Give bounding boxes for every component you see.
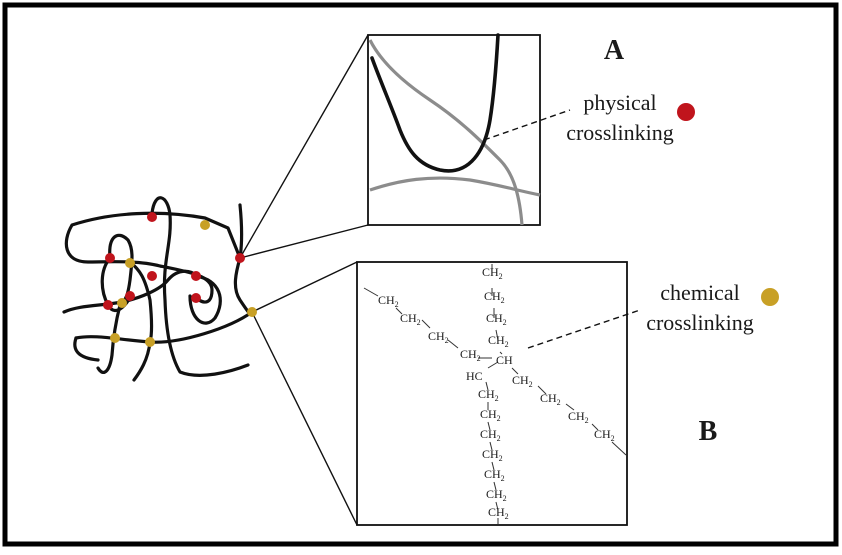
- zoom-line-a-top: [239, 34, 369, 259]
- physical-crosslink-dot: [147, 212, 157, 222]
- panel-a-zoom: [367, 33, 571, 226]
- chemical-label-line1: chemical: [660, 280, 739, 305]
- gray-chain: [368, 39, 524, 226]
- ch2-group-label: CH2: [378, 293, 399, 309]
- chemical-crosslink-dot: [125, 258, 135, 268]
- ch2-group-label: CH2: [480, 427, 501, 443]
- zoom-line-b-top: [251, 261, 358, 313]
- ch2-group-label: CH2: [512, 373, 533, 389]
- panel-a-letter: A: [604, 35, 625, 66]
- polymer-chain: [64, 211, 242, 304]
- black-chain: [370, 33, 500, 173]
- polymer-chain: [74, 310, 254, 344]
- panel-b-letter: B: [699, 416, 718, 447]
- zoom-line-a-bottom: [239, 224, 369, 259]
- polymer-chain: [128, 260, 154, 382]
- gray-chain: [369, 176, 541, 197]
- physical-crosslink-dot: [103, 300, 113, 310]
- chemical-formula-labels: CH2CH2CH2CH2CH2CH2CH2CH2CH2CH2CH2CH2CH2C…: [378, 265, 615, 521]
- ch-group-label: CH: [496, 353, 513, 367]
- ch2-group-label: CH2: [484, 467, 505, 483]
- ch2-group-label: CH2: [482, 447, 503, 463]
- panel-b-zoom: CH2CH2CH2CH2CH2CH2CH2CH2CH2CH2CH2CH2CH2C…: [356, 261, 641, 526]
- chemical-label-line2: crosslinking: [646, 310, 754, 335]
- physical-crosslink-dot: [105, 253, 115, 263]
- ch2-group-label: CH2: [460, 347, 481, 363]
- ch2-group-label: CH2: [594, 427, 615, 443]
- physical-leader-line: [483, 109, 571, 141]
- physical-crosslinks: [103, 212, 245, 310]
- ch2-group-label: CH2: [484, 289, 505, 305]
- ch2-group-label: CH2: [488, 333, 509, 349]
- ch2-group-label: CH2: [400, 311, 421, 327]
- ch2-group-label: CH2: [486, 487, 507, 503]
- physical-label-line1: physical: [583, 90, 656, 115]
- physical-crosslink-dot: [235, 253, 245, 263]
- chemical-crosslink-dot: [247, 307, 257, 317]
- panel-a-frame: [367, 34, 541, 226]
- ch2-group-label: CH2: [540, 391, 561, 407]
- chemical-crosslink-dot: [110, 333, 120, 343]
- chemical-legend-dot: [761, 288, 779, 306]
- polymer-chain: [73, 336, 100, 362]
- physical-crosslink-dot: [147, 271, 157, 281]
- ch2-group-label: CH2: [486, 311, 507, 327]
- ch2-group-label: CH2: [568, 409, 589, 425]
- ch2-group-label: CH2: [488, 505, 509, 521]
- physical-label-line2: crosslinking: [566, 120, 674, 145]
- physical-crosslink-dot: [191, 293, 201, 303]
- ch2-group-label: CH2: [478, 387, 499, 403]
- chemical-crosslink-dot: [145, 337, 155, 347]
- ch2-group-label: CH2: [428, 329, 449, 345]
- physical-crosslink-dot: [191, 271, 201, 281]
- outer-frame: [2, 2, 839, 547]
- physical-legend-dot: [677, 103, 695, 121]
- ch2-group-label: CH2: [482, 265, 503, 281]
- chemical-bonds: [363, 264, 627, 524]
- hc-group-label: HC: [466, 369, 483, 383]
- polymer-chain: [150, 196, 250, 377]
- physical-crosslink-dot: [125, 291, 135, 301]
- polymer-network: [62, 196, 254, 382]
- chemical-crosslink-dot: [117, 298, 127, 308]
- zoom-lines: [239, 34, 369, 526]
- chemical-crosslinks: [110, 220, 257, 347]
- zoom-line-b-bottom: [251, 311, 358, 526]
- panel-b-frame: [356, 261, 628, 526]
- ch2-group-label: CH2: [480, 407, 501, 423]
- polymer-chain: [96, 303, 122, 374]
- chemical-crosslink-dot: [200, 220, 210, 230]
- polymer-chain: [188, 274, 222, 325]
